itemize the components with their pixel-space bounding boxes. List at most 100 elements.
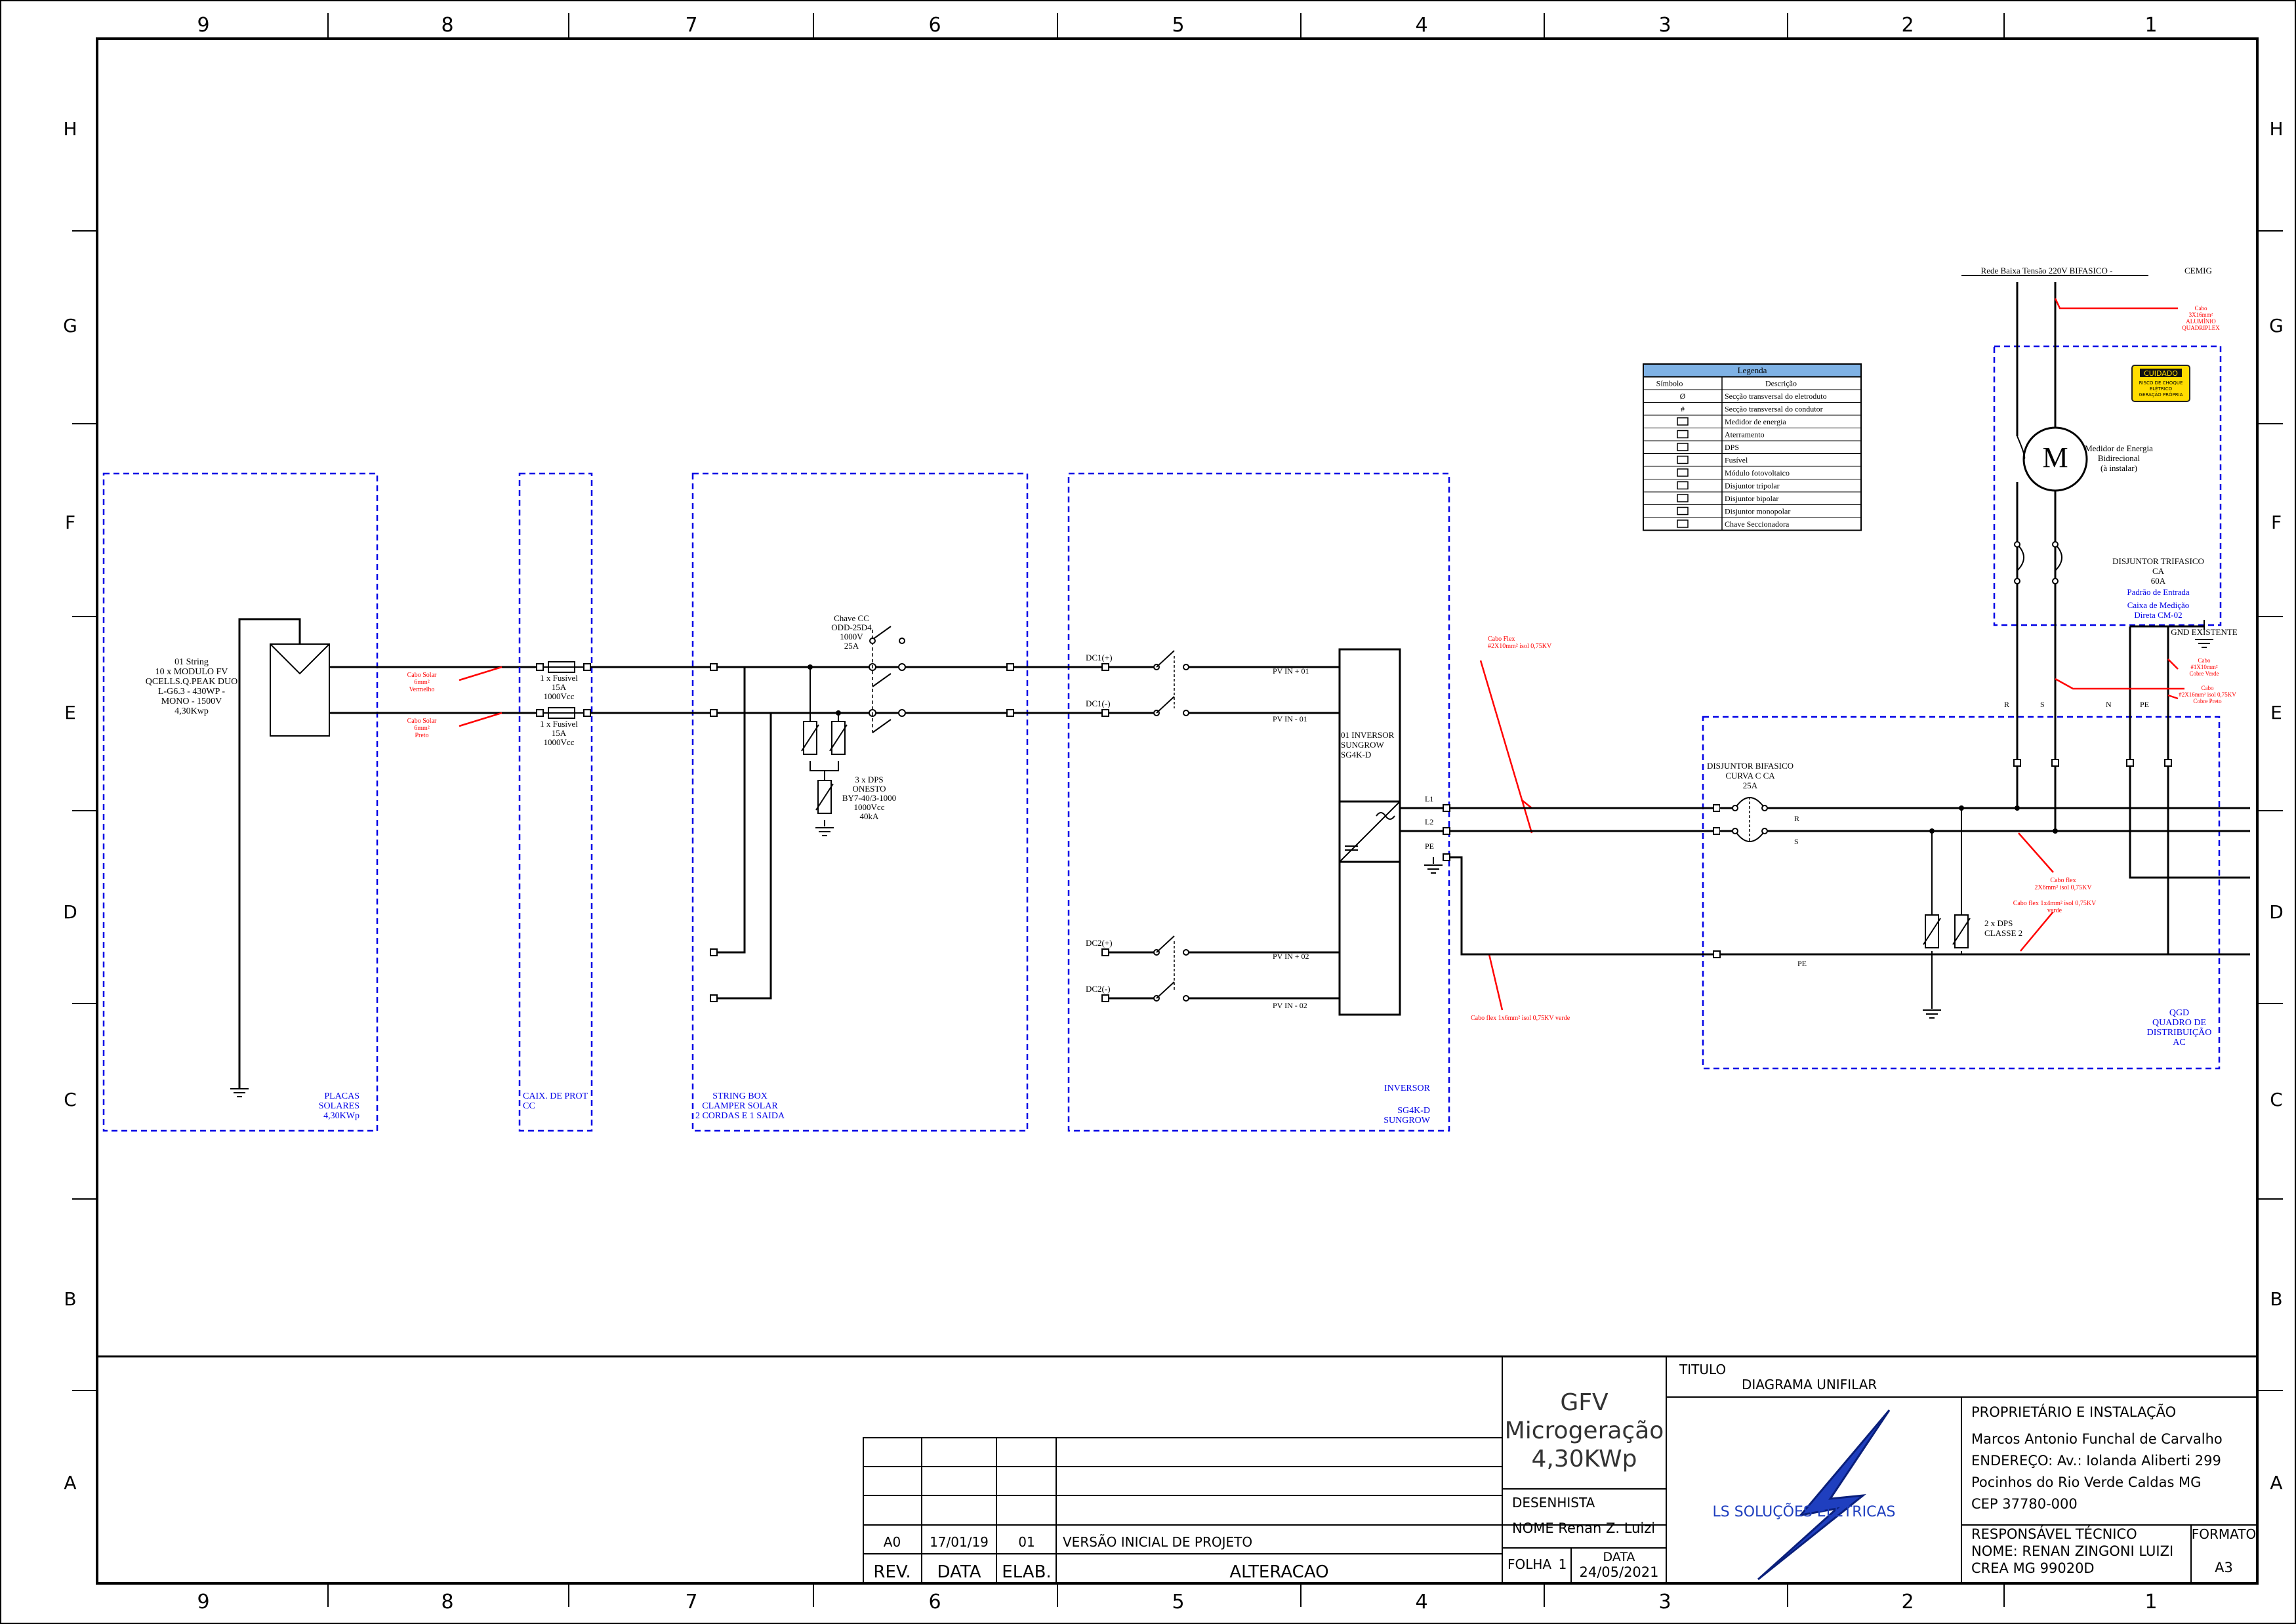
project-title: 4,30KWp [1532,1446,1637,1472]
row-label: E [64,702,76,723]
label-text: 25A [844,641,859,651]
legend-symbol-icon [1677,430,1689,439]
label-text: 4,30Kwp [174,706,209,716]
row-label: H [2269,118,2283,140]
resp-line: NOME: RENAN ZINGONI LUIZI [1971,1543,2173,1559]
label-text: ALUMÍNIO [2186,318,2216,325]
row-label: B [2270,1288,2282,1310]
legend-description: Disjuntor monopolar [1725,507,1790,516]
folha-label: FOLHA [1507,1556,1551,1572]
qgd-boundary [1702,716,2221,1070]
desenhista-label: DESENHISTA [1512,1495,1595,1511]
label-text: QCELLS.Q.PEAK DUO [146,677,237,687]
resp-line: CREA MG 99020D [1971,1560,2095,1576]
label-text: 1000Vcc [854,802,885,812]
label-text: 4,30KWp [323,1111,359,1121]
rev-header: ALTERACAO [1229,1562,1328,1582]
legend-symbol: # [1681,405,1685,414]
desenhista-name: NOME Renan Z. Luizi [1512,1520,1655,1536]
cable-callout: Cabo flex 1x6mm² isol 0,75KV verde [1471,1015,1570,1022]
dc-input-label: DC1(+) [1086,653,1113,662]
legend-description: Secção transversal do condutor [1725,405,1823,414]
inverter-model-label: SUNGROW [1341,740,1384,750]
column-label: 2 [1901,14,1914,37]
rev-date: 17/01/19 [930,1534,989,1550]
owner-line: CEP 37780-000 [1971,1496,2078,1512]
label-text: 10 x MODULO FV [155,667,228,677]
legend-symbol-icon [1677,417,1689,426]
padrao-blue-label: Caixa de Medição [2127,600,2190,610]
legend-description: Disjuntor tripolar [1725,481,1780,491]
row-label: D [2269,901,2284,923]
legend-symbol-icon [1677,506,1689,516]
label-text: Cabo flex 1x6mm² isol 0,75KV verde [1471,1015,1570,1022]
label-text: ODD-25D4 [831,622,872,632]
row-label: F [2271,512,2282,533]
legend-description: Fusível [1725,456,1748,465]
terminal-label: L2 [1425,817,1433,826]
rev-elab: 01 [1018,1534,1035,1550]
row-label: E [2270,702,2282,723]
qgd-dps-label: 2 x DPS [1984,918,2013,928]
meter-label: (à instalar) [2101,463,2137,473]
padrao-boundary [1993,345,2222,626]
data-label: DATA [1603,1550,1635,1564]
label-text: 6mm² [414,679,430,686]
column-label: 4 [1415,1591,1427,1614]
legend-header: Descrição [1765,379,1797,388]
column-label: 1 [2144,1591,2157,1614]
phase-label: N [2106,700,2112,709]
legend-symbol: Ø [1680,392,1686,401]
ground-symbol [1424,857,1443,874]
column-label: 4 [1415,14,1427,37]
label-text: Cobre Preto [2193,698,2222,704]
label-text: Cabo Solar [407,718,437,725]
pv-input-label: PV IN - 02 [1273,1001,1307,1010]
label-text: QGD [2169,1008,2189,1018]
column-label: 8 [441,1591,453,1614]
label-text: CC [523,1101,535,1111]
label-text: Cobre Verde [2189,670,2219,677]
padrao-breaker-label: 60A [2151,576,2166,586]
column-label: 7 [685,1591,697,1614]
meter-letter: M [2042,441,2068,474]
rev-value: A0 [884,1534,901,1550]
rev-header: DATA [937,1562,981,1582]
qgd-breaker-label: DISJUNTOR BIFASICO [1707,761,1794,771]
column-label: 3 [1658,14,1671,37]
pv-ground-lead [238,618,301,1089]
stringbox-boundary [691,472,1029,1132]
qgd-breaker-symbol [1720,797,1779,843]
cemig-label: CEMIG [2184,266,2212,275]
label-text: 15A [552,682,567,692]
rede-label: Rede Baixa Tensão 220V BIFASICO - [1981,266,2113,275]
phase-label: R [1794,814,1799,823]
rev-header: REV. [873,1562,911,1582]
ground-symbol [815,827,834,836]
pv-module-diagonal [270,643,330,675]
formato-label: FORMATO [2192,1526,2257,1542]
label-text: #1X10mm² [2190,664,2218,670]
legend-symbol-icon [1677,519,1689,528]
phase-label: R [2004,700,2009,709]
legend-description: Secção transversal do eletroduto [1725,392,1827,401]
frame-ticks [72,13,2283,1607]
label-text: 15A [552,728,567,738]
pv-input-label: PV IN - 01 [1273,714,1307,723]
legend-title: Legenda [1738,365,1767,375]
phase-label: S [2040,700,2045,709]
project-title: GFV [1560,1389,1609,1416]
